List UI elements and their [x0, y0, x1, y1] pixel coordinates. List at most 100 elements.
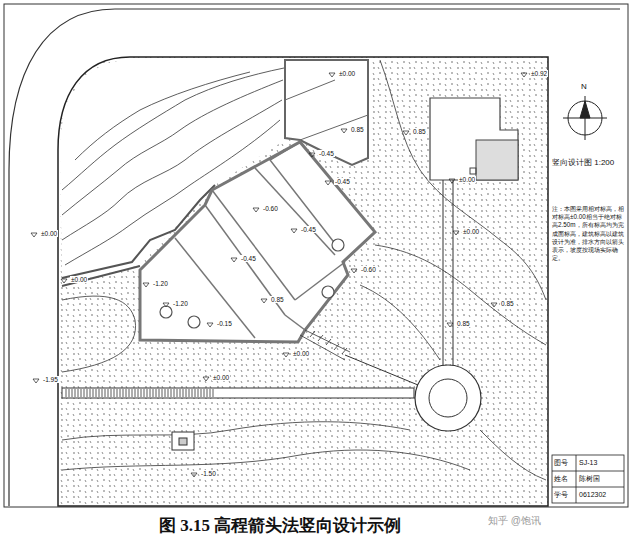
elevation-marker [325, 181, 331, 185]
elevation-label: 0.85 [456, 320, 471, 327]
stair-step [174, 389, 175, 397]
panel [549, 58, 627, 506]
stair-step [198, 389, 199, 397]
stair-step [102, 389, 103, 397]
elevation-marker [447, 323, 453, 327]
stair-step [141, 389, 142, 397]
stair-step [147, 389, 148, 397]
elevation-label: -0.45 [300, 226, 317, 233]
elevation-marker [351, 269, 357, 273]
design-note: 注：本图采用相对标高，相对标高±0.00相当于绝对标高2.50m，所有标高均为完… [552, 205, 624, 262]
elevation-label: ±0.00 [212, 374, 230, 381]
stair-step [150, 389, 151, 397]
elevation-label: -1.20 [152, 280, 169, 287]
stair-step [207, 389, 208, 397]
elevation-label: -0.45 [318, 150, 335, 157]
north-arrow [563, 96, 607, 140]
drawing-title: 竖向设计图 1:200 [552, 158, 614, 167]
stair-step [183, 389, 184, 397]
stair-step [105, 389, 106, 397]
stair-step [189, 389, 190, 397]
elevation-marker [231, 258, 237, 262]
elevation-marker [207, 323, 213, 327]
elevation-label: -0.15 [216, 320, 233, 327]
elevation-marker [31, 233, 37, 237]
stair-step [69, 389, 70, 397]
stair-step [81, 389, 82, 397]
stair-step [192, 389, 193, 397]
house [430, 98, 518, 180]
stair-step [132, 389, 133, 397]
stair-step [93, 389, 94, 397]
stair-step [87, 389, 88, 397]
structure [179, 438, 187, 445]
stair-step [135, 389, 136, 397]
title-table [552, 455, 624, 503]
elevation-marker [329, 73, 335, 77]
footpath [443, 180, 453, 368]
stair-step [78, 389, 79, 397]
stair-step [72, 389, 73, 397]
stair-step [204, 389, 205, 397]
elevation-label: ±0.00 [40, 230, 58, 237]
stair-step [126, 389, 127, 397]
stair-step [159, 389, 160, 397]
elevation-marker [403, 131, 409, 135]
drawing-frame [4, 4, 628, 507]
elevation-marker [163, 303, 169, 307]
house [476, 140, 518, 180]
building [140, 142, 375, 342]
elevation-marker [521, 73, 527, 77]
stair-step [156, 389, 157, 397]
stair-step [201, 389, 202, 397]
stair-step [162, 389, 163, 397]
contour-lines [62, 60, 546, 480]
elevation-label: -0.60 [360, 266, 377, 273]
elevation-marker [283, 353, 289, 357]
elevation-marker [341, 129, 347, 133]
watermark: 知乎 @饱讯 [488, 515, 541, 527]
elevation-label: ±0.00 [462, 228, 480, 235]
elevation-marker [191, 473, 197, 477]
elevation-label: -1.20 [172, 300, 189, 307]
elevation-marker [291, 229, 297, 233]
stair-step [111, 389, 112, 397]
table-cell: SJ-13 [579, 459, 597, 467]
elevation-markers [31, 73, 527, 477]
elevation-marker [253, 208, 259, 212]
stair-step [117, 389, 118, 397]
building-line [285, 80, 368, 140]
elevation-marker [453, 231, 459, 235]
stair-step [165, 389, 166, 397]
stair-step [90, 389, 91, 397]
elevation-label: -1.50 [200, 470, 217, 477]
footpath [345, 355, 418, 385]
site-boundary [58, 57, 548, 506]
house [470, 168, 476, 174]
stair-step [171, 389, 172, 397]
elevation-label: 0.85 [412, 128, 427, 135]
elevation-marker [203, 377, 209, 381]
table-cell: 图号 [554, 459, 568, 467]
elevation-label: 0.85 [350, 126, 365, 133]
stair-step [186, 389, 187, 397]
elevation-label: ±0.92 [530, 70, 548, 77]
elevation-label: ±0.00 [292, 350, 310, 357]
stair-step [213, 389, 214, 397]
table-cell: 0612302 [579, 491, 606, 499]
structure [172, 432, 194, 450]
elevation-marker [143, 283, 149, 287]
table-cell: 姓名 [554, 475, 568, 483]
stair-step [129, 389, 130, 397]
stair-step [120, 389, 121, 397]
elevation-marker [61, 279, 67, 283]
elevation-label: -1.95 [42, 376, 59, 383]
elevation-label: -0.60 [262, 205, 279, 212]
plaza [415, 365, 481, 431]
stair-step [210, 389, 211, 397]
elevation-label: ±0.00 [338, 70, 356, 77]
elevation-label: -0.45 [240, 255, 257, 262]
elevation-marker [309, 153, 315, 157]
stair-step [75, 389, 76, 397]
